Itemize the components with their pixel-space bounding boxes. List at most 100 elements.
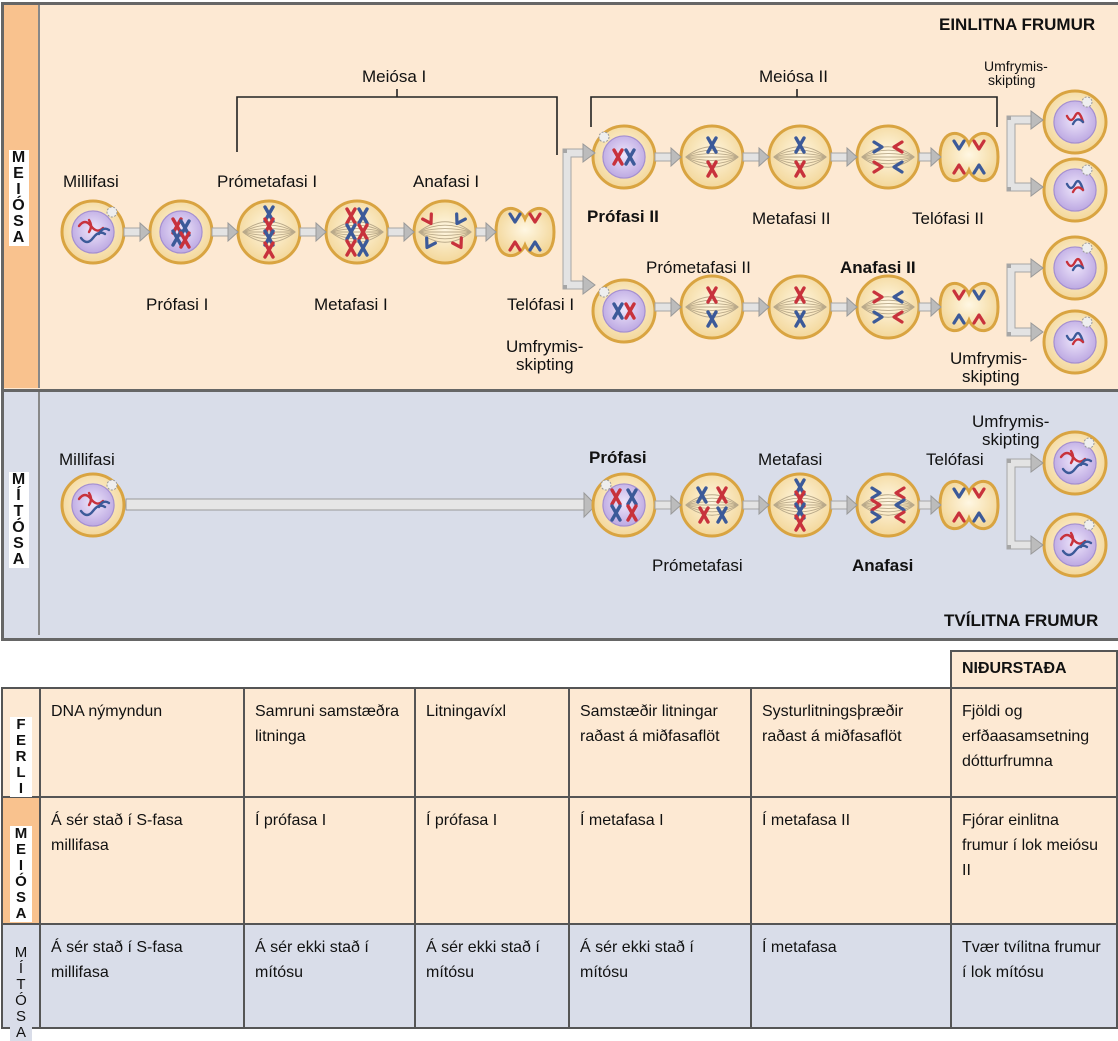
flow-arrow [918,146,942,168]
cytokinesis-1-label: Umfrymis- [506,337,584,356]
table-cell: Í metafasa I [568,796,752,925]
table-cell: Í prófasa I [414,796,570,925]
flow-arrow [123,221,151,243]
metaphase-1-cell [324,199,390,265]
flow-arrow [654,146,682,168]
telophase-2-bottom-cell [938,281,1000,333]
mitosis-interphase-label: Millifasi [59,450,115,469]
telophase-1-label: Telófasi I [507,295,575,314]
telophase-2-top-cell [938,131,1000,183]
diploid-daughter-cell [1042,512,1108,578]
prophase-2-bottom-cell [591,278,657,344]
prophase-2-label: Prófasi II [587,207,659,226]
table-cell: Í metafasa [750,923,952,1029]
table-cell: Samruni samstæðra litninga [243,687,416,798]
metaphase-1-label: Metafasi I [314,295,388,314]
haploid-daughter-cell [1042,309,1108,375]
flow-arrow [742,296,770,318]
mitosis-anaphase-label: Anafasi [852,556,914,575]
flow-arrow [654,296,682,318]
flow-arrow [742,494,770,516]
metaphase-2-top-cell [767,124,833,190]
diploid-daughter-cell [1042,430,1108,496]
mitosis-prophase-label: Prófasi [589,448,647,467]
meiosis-1-bracket [236,89,558,155]
cytokinesis-2-bottom-label: Umfrymis- [950,349,1028,368]
table-cell: DNA nýmyndun [39,687,245,798]
meiosis-2-bracket [590,89,998,127]
prophase-2-top-cell [591,124,657,190]
mitosis-metaphase-label: Metafasi [758,450,823,469]
branch-arrow [562,143,596,295]
mitosis-long-arrow [125,491,597,519]
prophase-1-label: Prófasi I [146,295,209,314]
table-cell: Tvær tvílitna frumur í lok mítósu [950,923,1118,1029]
mitosis-interphase-cell [60,472,126,538]
flow-arrow [830,146,858,168]
mitosis-cytokinesis-label-2: skipting [982,430,1040,449]
prometaphase-2-bottom-cell [679,274,745,340]
mitosis-prometaphase-cell [679,472,745,538]
haploid-daughter-cell [1042,235,1108,301]
table-cell: Í prófasa I [243,796,416,925]
mitosis-panel [1,389,1118,641]
result-header: NIÐURSTAÐA [950,650,1118,687]
mitosis-anaphase-cell [855,472,921,538]
table-cell: Í metafasa II [750,796,952,925]
table-cell: Fjöldi og erfðaasamsetning dótturfrumna [950,687,1118,798]
anaphase-1-cell [412,199,478,265]
table-cell: Á sér stað í S-fasa millifasa [39,796,245,925]
meiosis-2-label: Meiósa II [759,67,828,86]
table-cell: Á sér ekki stað í mítósu [414,923,570,1029]
table-cell: Á sér stað í S-fasa millifasa [39,923,245,1029]
meiosis-panel [1,2,1118,394]
prometaphase-1-cell [236,199,302,265]
metaphase-2-label: Metafasi II [752,209,831,228]
flow-arrow [654,494,682,516]
metaphase-2-bottom-cell [767,274,833,340]
meiosis-1-label: Meiósa I [362,67,427,86]
anaphase-1-label: Anafasi I [413,172,480,191]
branch-arrow [1006,110,1044,197]
flow-arrow [475,221,497,243]
mitosis-corner-label: TVÍLITNA FRUMUR [944,611,1099,630]
mitosis-prophase-cell [591,472,657,538]
flow-arrow [830,296,858,318]
mitosis-metaphase-cell [767,472,833,538]
mitosis-telophase-cell [938,479,1000,531]
flow-arrow [830,494,858,516]
meiosis-corner-label: EINLITNA FRUMUR [939,15,1096,34]
cell-division-diagram [60,89,1108,578]
table-cell: Samstæðir litningar raðast á miðfasaflöt [568,687,752,798]
mitosis-prometaphase-label: Prómetafasi [652,556,743,575]
mitosis-telophase-label: Telófasi [926,450,984,469]
telophase-2-label: Telófasi II [912,209,984,228]
cytokinesis-1-label-2: skipting [516,355,574,374]
cytokinesis-2-top-label-2: skipting [988,72,1036,88]
table-cell: Á sér ekki stað í mítósu [243,923,416,1029]
table-cell: Systurlitningsþræðir raðast á miðfasaflö… [750,687,952,798]
result-header-label: NIÐURSTAÐA [962,660,1067,677]
flow-arrow [918,494,942,516]
cytokinesis-2-bottom-label-2: skipting [962,367,1020,386]
haploid-daughter-cell [1042,89,1108,155]
flow-arrow [299,221,327,243]
prometaphase-1-label: Prómetafasi I [217,172,318,191]
haploid-daughter-cell [1042,157,1108,223]
telophase-1-cell [494,206,556,258]
branch-arrow [1006,258,1044,342]
flow-arrow [211,221,239,243]
anaphase-2-label: Anafasi II [840,258,916,277]
